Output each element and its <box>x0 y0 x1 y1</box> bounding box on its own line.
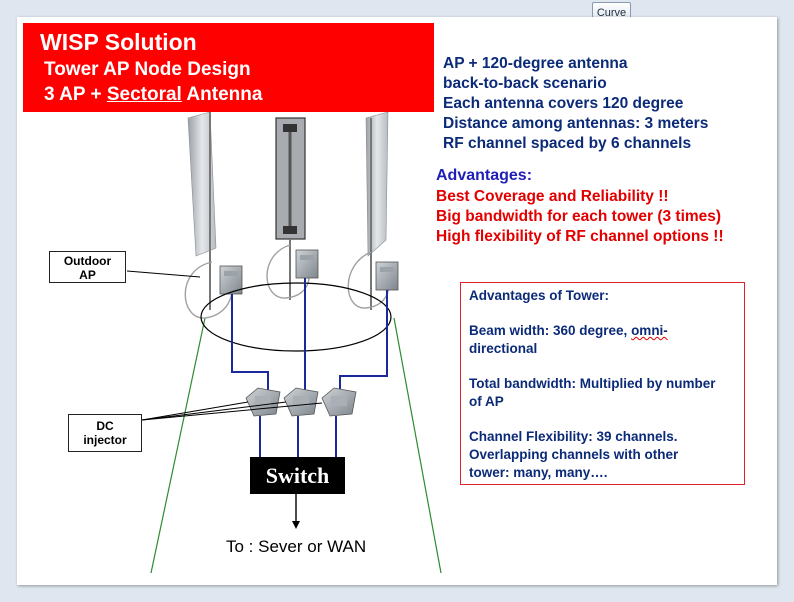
advantages-heading: Advantages: <box>436 167 533 184</box>
callout-pointer-outdoor-ap <box>126 270 201 278</box>
tower-ellipse <box>200 282 392 352</box>
tower-advantages-box <box>460 282 745 485</box>
slide-subtitle-2: 3 AP + Sectoral Antenna <box>44 84 262 106</box>
dc-injector-callout-line-1: DC <box>96 419 114 433</box>
outdoor-ap-callout-line-2: AP <box>79 268 96 282</box>
tower-box-heading: Advantages of Tower: <box>469 288 610 303</box>
dc-injector-3 <box>321 387 357 417</box>
channel-line-1: Channel Flexibility: 39 channels. <box>469 429 678 444</box>
outdoor-ap-unit-left <box>219 265 243 295</box>
channel-line-2: Overlapping channels with other <box>469 447 679 462</box>
dc-injector-callout: DC injector <box>68 414 142 452</box>
callout-pointer-dc-1 <box>141 401 249 421</box>
sector-antenna-right <box>365 111 389 310</box>
callout-pointer-dc-3 <box>141 402 323 421</box>
slide-title: WISP Solution <box>40 29 197 55</box>
bandwidth-line-1: Total bandwidth: Multiplied by number <box>469 376 716 391</box>
cable-ap-right <box>339 290 388 390</box>
scenario-line-1: AP + 120-degree antenna <box>443 55 628 72</box>
dc-injector-callout-line-2: injector <box>83 433 127 447</box>
beam-width-text: Beam width: 360 degree, <box>469 323 632 338</box>
beam-width-line-2: directional <box>469 341 538 356</box>
beam-width-line: Beam width: 360 degree, omni- <box>469 322 668 340</box>
bandwidth-line-2: of AP <box>469 394 504 409</box>
dc-injector-1 <box>245 387 281 417</box>
outdoor-ap-callout: Outdoor AP <box>49 251 126 283</box>
subtitle-underlined-word: Sectoral <box>106 84 182 105</box>
callout-pointer-dc-2 <box>141 401 287 421</box>
sector-antenna-left <box>187 111 217 310</box>
cable-ap-left <box>231 294 269 390</box>
scenario-line-5: RF channel spaced by 6 channels <box>443 135 692 152</box>
dc-injector-2 <box>283 387 319 417</box>
scenario-line-4: Distance among antennas: 3 meters <box>443 115 709 132</box>
channel-line-3: tower: many, many…. <box>469 465 608 480</box>
outdoor-ap-unit-right <box>375 261 399 291</box>
sector-antenna-middle <box>275 117 306 300</box>
uplink-label: To : Sever or WAN <box>226 537 367 556</box>
title-banner <box>23 23 434 112</box>
slide-subtitle: Tower AP Node Design <box>44 59 251 80</box>
beam-width-squiggle: omni- <box>631 323 668 338</box>
subtitle-suffix: Antenna <box>181 84 263 105</box>
scenario-line-2: back-to-back scenario <box>443 75 607 92</box>
coverage-line-right <box>393 317 442 574</box>
outdoor-ap-callout-line-1: Outdoor <box>63 254 112 268</box>
subtitle-prefix: 3 AP + <box>44 84 107 105</box>
outdoor-ap-unit-middle <box>295 249 319 279</box>
advantage-item-1: Best Coverage and Reliability !! <box>436 188 669 205</box>
advantage-item-3: High flexibility of RF channel options !… <box>436 228 724 245</box>
network-switch: Switch <box>250 457 345 494</box>
coverage-line-left <box>150 317 206 574</box>
uplink-arrow-head <box>292 521 300 529</box>
advantage-item-2: Big bandwidth for each tower (3 times) <box>436 208 722 225</box>
scenario-line-3: Each antenna covers 120 degree <box>443 95 684 112</box>
